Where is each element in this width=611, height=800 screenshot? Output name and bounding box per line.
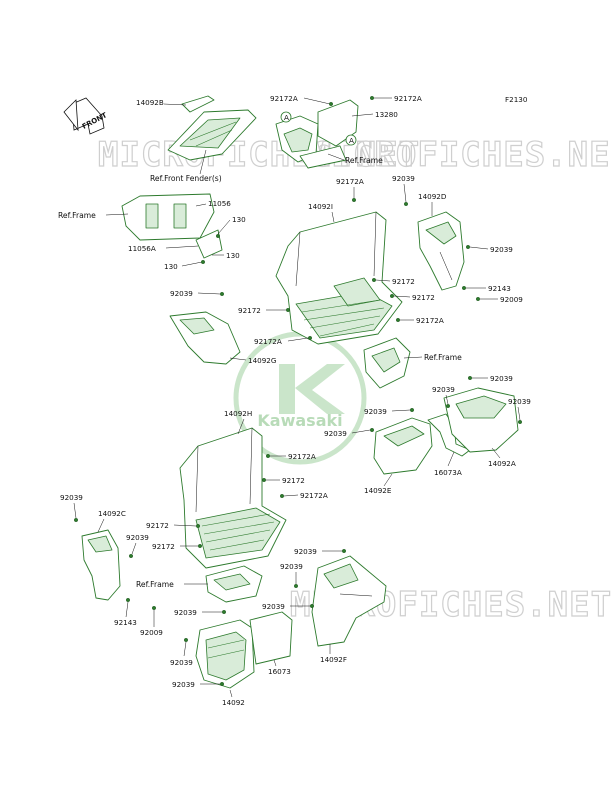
label-92172-6: 92172 [152,542,175,551]
label-92172-1: 92172 [392,277,415,286]
part-14092F-cover [311,555,387,647]
label-92039-6: 92039 [490,374,513,383]
part-frame-mid [363,337,411,389]
label-16073A: 16073A [434,468,462,477]
label-13280: 13280 [375,110,398,119]
label-92172-4: 92172 [282,476,305,485]
part-14092A-cover [443,387,519,453]
label-92039-1: 92039 [392,174,415,183]
label-14092D: 14092D [418,192,447,201]
part-frame-lower [205,565,263,603]
part-16073-seal [249,611,293,665]
part-14092-cover [195,619,255,689]
ref-front-fender: Ref.Front Fender(s) [150,174,222,183]
label-92039-9: 92039 [60,493,83,502]
watermark-top-right: MICROFICHES.NET [310,135,611,175]
ref-frame-top-right: Ref.Frame [345,156,383,165]
label-14092A: 14092A [488,459,516,468]
label-92039-14: 92039 [294,547,317,556]
part-14092D-guard [417,211,465,291]
label-92039-8: 92039 [324,429,347,438]
label-92039-4: 92039 [364,407,387,416]
label-16073: 16073 [268,667,291,676]
callout-a-2: A [349,136,354,145]
label-92143-1: 92143 [488,284,511,293]
part-14092I-floor [275,211,403,345]
label-11056: 11056 [208,199,231,208]
label-92172A-2: 92172A [394,94,422,103]
part-14092E-cover [373,417,433,475]
label-130-1: 130 [232,215,246,224]
label-92039-13: 92039 [172,680,195,689]
ref-frame-mid-right: Ref.Frame [424,353,462,362]
part-14092C-guard [81,529,121,601]
label-92039-10: 92039 [126,533,149,542]
label-14092H: 14092H [224,409,252,418]
label-92039-11: 92039 [174,608,197,617]
label-92172A-5: 92172A [254,337,282,346]
label-92039-3: 92039 [170,289,193,298]
label-92172-2: 92172 [412,293,435,302]
label-92009-1: 92009 [500,295,523,304]
label-92039-15: 92039 [280,562,303,571]
label-14092: 14092 [222,698,245,707]
front-arrow-icon: FRONT [63,97,109,135]
label-92039-12: 92039 [170,658,193,667]
part-11056-bracket [121,193,223,259]
label-92039-2: 92039 [490,245,513,254]
ref-frame-left: Ref.Frame [58,211,96,220]
label-14092F: 14092F [320,655,347,664]
label-92039-7: 92039 [508,397,531,406]
label-92039-5: 92039 [432,385,455,394]
label-92172A-4: 92172A [416,316,444,325]
label-14092E: 14092E [364,486,392,495]
label-92172-5: 92172 [146,521,169,530]
label-14092C: 14092C [98,509,126,518]
part-14092G-guard [169,311,241,365]
label-130-3: 130 [164,262,178,271]
label-92143-2: 92143 [114,618,137,627]
watermark-top: MICROFICHES.NET [98,135,420,175]
label-92172A-6: 92172A [288,452,316,461]
label-92172A-3: 92172A [336,177,364,186]
label-11056A: 11056A [128,244,156,253]
label-14092B: 14092B [136,98,164,107]
callout-a-1: A [284,113,289,122]
logo-text: Kawasaki [257,411,342,430]
label-92039-16: 92039 [262,602,285,611]
label-92009-2: 92009 [140,628,163,637]
label-92172A-1: 92172A [270,94,298,103]
label-14092I: 14092I [308,202,333,211]
diagram-code: F2130 [505,95,528,104]
label-14092G: 14092G [248,356,276,365]
part-13280-bracket [275,99,359,169]
label-130-2: 130 [226,251,240,260]
label-92172A-7: 92172A [300,491,328,500]
label-92172-3: 92172 [238,306,261,315]
part-14092H-floor [179,427,287,569]
ref-frame-lower-left: Ref.Frame [136,580,174,589]
part-14092B [167,95,257,161]
